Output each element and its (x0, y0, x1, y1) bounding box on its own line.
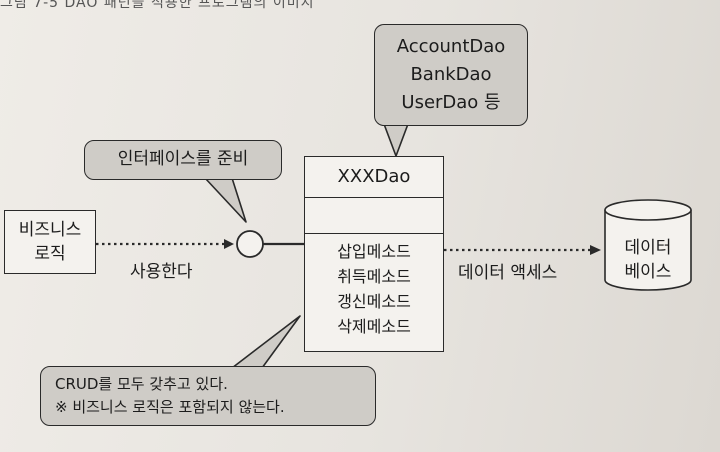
crud-note-line-2: ※ 비즈니스 로직은 포함되지 않는다. (55, 398, 285, 416)
dao-class-box: XXXDao 삽입메소드 취득메소드 갱신메소드 삭제메소드 (304, 156, 444, 352)
data-access-label: 데이터 액세스 (458, 263, 558, 283)
dao-method-select: 취득메소드 (337, 267, 411, 286)
dao-method-insert: 삽입메소드 (337, 242, 411, 261)
dao-method-delete: 삭제메소드 (337, 317, 411, 336)
data-access-arrow-head (590, 245, 601, 255)
crud-note-text: CRUD를 모두 갖추고 있다. ※ 비즈니스 로직은 포함되지 않는다. (55, 373, 285, 419)
dao-example-account: AccountDao (396, 36, 506, 57)
dao-class-name: XXXDao (337, 166, 411, 187)
figure-caption: 그림 7-5 DAO 패턴을 적용한 프로그램의 이미지 (0, 0, 315, 10)
database-line-1: 데이터 (624, 238, 672, 258)
dao-example-user: UserDao 등 (401, 92, 501, 113)
dao-example-bank: BankDao (410, 64, 492, 85)
uses-arrow-head (224, 239, 234, 249)
database-cylinder (604, 199, 692, 291)
dao-class-field-compartment (305, 197, 443, 234)
business-logic-line-2: 로직 (34, 244, 66, 264)
interface-circle (236, 230, 264, 258)
crud-note-callout: CRUD를 모두 갖추고 있다. ※ 비즈니스 로직은 포함되지 않는다. (40, 366, 376, 426)
interface-callout-pointer (204, 177, 247, 223)
interface-callout-text: 인터페이스를 준비 (117, 149, 249, 169)
business-logic-line-1: 비즈니스 (18, 220, 82, 240)
interface-callout: 인터페이스를 준비 (84, 140, 282, 180)
uses-label: 사용한다 (130, 262, 193, 282)
business-logic-box: 비즈니스 로직 (4, 210, 96, 274)
crud-note-callout-pointer (231, 315, 301, 369)
dao-method-update: 갱신메소드 (337, 292, 411, 311)
dao-examples-callout-pointer (383, 123, 409, 157)
database-label: 데이터 베이스 (605, 236, 691, 284)
dao-class-name-compartment: XXXDao (305, 157, 443, 198)
dao-class-method-compartment: 삽입메소드 취득메소드 갱신메소드 삭제메소드 (305, 239, 443, 339)
database-line-2: 베이스 (624, 262, 672, 282)
dao-examples-callout: AccountDao BankDao UserDao 등 (374, 24, 528, 126)
crud-note-line-1: CRUD를 모두 갖추고 있다. (55, 375, 228, 393)
